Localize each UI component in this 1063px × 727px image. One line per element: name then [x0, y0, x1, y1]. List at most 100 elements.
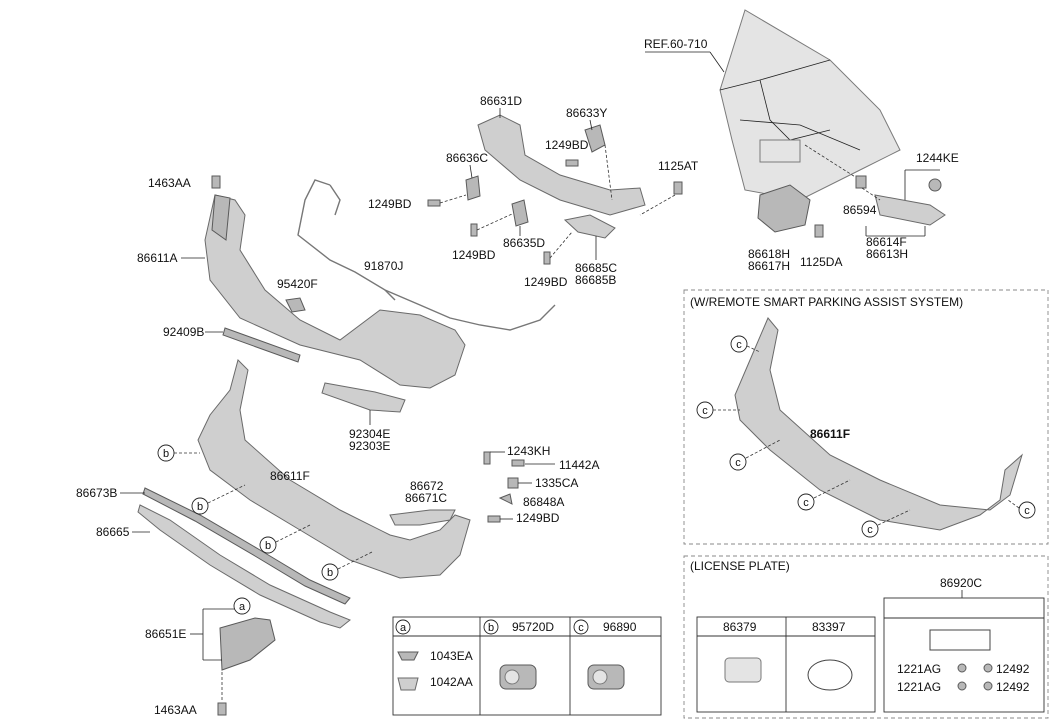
legend-b-part: 95720D: [512, 620, 554, 634]
callout-b-4: b: [321, 551, 373, 581]
license-plate-bracket-table: 1221AG 12492 1221AG 12492: [883, 597, 1045, 713]
sensor-96890: [587, 664, 625, 690]
pad-86379: [724, 657, 762, 683]
nut-1244KE: [928, 178, 942, 192]
label-92303E: 92303E: [349, 439, 390, 453]
callout-c-2: c: [696, 401, 740, 419]
label-11442A: 11442A: [559, 458, 599, 472]
legend-c-part: 96890: [603, 620, 637, 634]
legend-a-letter: a: [400, 622, 407, 634]
bracket-86685C: [563, 214, 616, 239]
bolt-1243KH: [483, 451, 491, 465]
label-86635D: 86635D: [503, 236, 545, 250]
reflector-92409B: [222, 327, 301, 363]
skid-plate-86665: [137, 504, 351, 629]
bracket-86635D: [511, 199, 529, 227]
label-1249BD-a: 1249BD: [545, 138, 589, 152]
reflector-92304E: [321, 382, 406, 413]
emblem-83397: [807, 659, 853, 691]
wiring-harness-91870J: [297, 179, 556, 331]
label-86617H: 86617H: [748, 259, 790, 273]
svg-text:c: c: [803, 497, 809, 509]
clip-86848A: [498, 493, 513, 505]
label-1463AA-top: 1463AA: [148, 176, 191, 190]
lower-bumper-86611F: [197, 359, 471, 579]
smart-parking-part-label: 86611F: [810, 427, 850, 441]
label-86379: 86379: [723, 620, 757, 634]
callout-c-5: c: [861, 509, 911, 538]
garnish-86672: [389, 509, 456, 526]
label-86618H: 86618H: [748, 247, 790, 261]
label-1243KH: 1243KH: [507, 444, 550, 458]
label-86611F: 86611F: [270, 469, 310, 483]
label-91870J: 91870J: [364, 259, 403, 273]
label-86613H: 86613H: [866, 247, 908, 261]
label-86673B: 86673B: [76, 486, 117, 500]
legend-c-letter: c: [578, 622, 584, 634]
callout-b-3: b: [259, 524, 311, 554]
smart-parking-title: (W/REMOTE SMART PARKING ASSIST SYSTEM): [690, 295, 963, 309]
callout-c-6: c: [1007, 499, 1036, 519]
bumper-cover-86611A: [204, 194, 466, 389]
label-1249BD-d: 1249BD: [524, 275, 568, 289]
svg-text:b: b: [197, 501, 203, 513]
label-86633Y: 86633Y: [566, 106, 607, 120]
bolt-1249BD-a: [565, 159, 579, 167]
label-86651E: 86651E: [145, 627, 186, 641]
label-1221AG-2: 1221AG: [897, 680, 941, 694]
license-plate-small-table: 86379 83397: [696, 616, 876, 713]
svg-text:c: c: [702, 405, 708, 417]
clip-1043EA: [397, 651, 419, 661]
bracket-86651E: [219, 617, 276, 671]
label-1221AG-1: 1221AG: [897, 662, 941, 676]
label-86614F: 86614F: [866, 235, 907, 249]
callout-b-2: b: [191, 484, 246, 515]
sensor-95720D: [499, 664, 537, 690]
label-86685C: 86685C: [575, 261, 617, 275]
label-1463AA-bottom: 1463AA: [154, 703, 197, 717]
bracket-86614F: [874, 194, 946, 226]
svg-text:b: b: [163, 448, 169, 460]
bolt-1249BD-b: [427, 199, 441, 207]
clip-86594: [855, 175, 867, 189]
label-1249BD-b: 1249BD: [368, 197, 412, 211]
label-86920C: 86920C: [940, 576, 982, 590]
label-1249BD-c: 1249BD: [452, 248, 496, 262]
label-1335CA: 1335CA: [535, 476, 578, 490]
bolt-1249BD-d: [543, 251, 551, 265]
svg-text:b: b: [265, 540, 271, 552]
clip-1335CA: [507, 477, 519, 489]
label-86685B: 86685B: [575, 273, 616, 287]
label-1125DA: 1125DA: [800, 255, 842, 269]
label-1125AT: 1125AT: [658, 159, 699, 173]
car-body-reference: [719, 9, 901, 201]
label-1249BD-e: 1249BD: [516, 511, 560, 525]
callout-a-main: a: [233, 597, 251, 615]
clip-1042AA: [397, 677, 419, 691]
callout-b-1: b: [157, 444, 200, 462]
bolt-1249BD-c: [470, 223, 478, 237]
label-12492-2: 12492: [996, 680, 1030, 694]
smart-parking-bumper: [734, 317, 1023, 531]
label-92409B: 92409B: [163, 325, 204, 339]
svg-text:c: c: [867, 524, 873, 536]
bolt-1125DA: [814, 224, 824, 238]
callout-c-4: c: [797, 479, 851, 511]
label-86665: 86665: [96, 525, 130, 539]
ref-label: REF.60-710: [644, 37, 708, 51]
license-plate-title: (LICENSE PLATE): [690, 559, 790, 573]
bolt-1125AT: [673, 181, 683, 195]
svg-text:a: a: [239, 601, 246, 613]
callout-c-3: c: [729, 439, 781, 471]
sensor-95420F: [285, 297, 306, 313]
legend-a-item-1: 1043EA: [430, 649, 473, 663]
label-83397: 83397: [812, 620, 846, 634]
label-86636C: 86636C: [446, 151, 488, 165]
svg-text:c: c: [1024, 505, 1030, 517]
label-86672: 86672: [410, 479, 444, 493]
svg-text:c: c: [735, 457, 741, 469]
smart-parking-section: [683, 289, 1049, 545]
callout-c-1: c: [730, 335, 761, 353]
bracket-86636C: [465, 175, 481, 201]
label-1244KE: 1244KE: [916, 151, 959, 165]
